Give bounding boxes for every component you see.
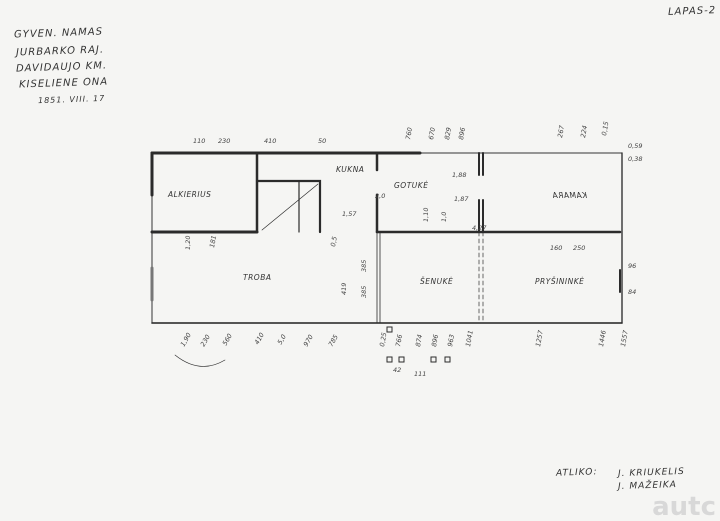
dimension-label: 1,88 [452, 171, 466, 179]
dimension-label: 1,87 [454, 195, 469, 203]
dimension-label: 410 [253, 331, 266, 346]
dimension-label: 0,5 [329, 236, 339, 248]
room-gotuke: GOTUKĖ [394, 181, 428, 190]
dimension-label: 1,10 [422, 208, 430, 222]
dimension-label: 224 [579, 125, 589, 139]
dimension-label: 560 [221, 332, 234, 347]
dimension-label: 0,15 [600, 121, 610, 137]
dimension-label: 410 [264, 137, 276, 145]
dimension-label: 0,25 [378, 332, 388, 348]
dimension-label: 670 [427, 127, 437, 141]
dimension-label: 42 [393, 366, 401, 374]
dimension-label: 250 [573, 244, 585, 252]
room-kamara: KAMARA [552, 191, 587, 200]
author: J. MAŽEIKA [617, 479, 678, 493]
room-senuke: ŠENUKĖ [420, 277, 453, 286]
dimension-label: 84 [628, 288, 636, 296]
dimension-label: 1446 [597, 330, 608, 348]
dimension-label: 181 [208, 235, 218, 249]
dimension-label: 970 [302, 333, 315, 348]
dimension-label: 230 [218, 137, 230, 145]
dimension-label: 785 [327, 333, 340, 348]
room-labels: ALKIERIUS TROBA KUKNA GOTUKĖ KAMARA ŠENU… [167, 165, 587, 286]
dimension-label: 760 [404, 127, 414, 141]
dimension-label: 1,20 [184, 236, 192, 250]
dimension-label: 1,0 [440, 212, 448, 222]
dimension-label: 896 [457, 127, 467, 141]
dimension-label: 2,0 [375, 192, 385, 200]
dimension-label: 1557 [619, 329, 630, 348]
dimension-label: 5,0 [276, 333, 288, 346]
dimension-label: 1257 [534, 329, 545, 348]
walls [150, 151, 623, 367]
dimension-label: 385 [360, 286, 368, 298]
dimension-label: 230 [199, 333, 212, 348]
dimension-label: 766 [394, 334, 404, 348]
dimension-label: 1041 [464, 330, 475, 348]
room-prysininke: PRYŠININKĖ [535, 277, 584, 286]
dimension-label: 96 [628, 262, 636, 270]
room-alkierius: ALKIERIUS [167, 190, 211, 199]
dimension-labels: 110 230 410 50 760 670 829 896 267 224 0,15 1,20 181… [179, 121, 643, 378]
watermark: autc [652, 492, 716, 521]
room-kukna: KUKNA [336, 165, 364, 174]
dimension-label: 963 [446, 334, 456, 348]
dimension-label: 111 [414, 370, 426, 378]
dimension-label: 1,90 [179, 331, 193, 348]
dimension-label: 0,59 [628, 142, 642, 150]
dimension-label: 829 [443, 127, 453, 141]
dimension-label: 267 [556, 124, 566, 138]
credit-label: ATLIKO: [555, 467, 598, 479]
dimension-label: 110 [193, 137, 205, 145]
dimension-label: 385 [360, 260, 368, 272]
dimension-label: 0,38 [628, 155, 642, 163]
dimension-label: 1,57 [342, 210, 357, 218]
dimension-label: 4,27 [472, 224, 487, 232]
dimension-label: 896 [430, 334, 440, 348]
dimension-label: 50 [318, 137, 326, 145]
dimension-label: 160 [550, 244, 562, 252]
dimension-label: 874 [414, 334, 424, 348]
dimension-label: 419 [340, 283, 348, 295]
room-troba: TROBA [243, 273, 271, 282]
